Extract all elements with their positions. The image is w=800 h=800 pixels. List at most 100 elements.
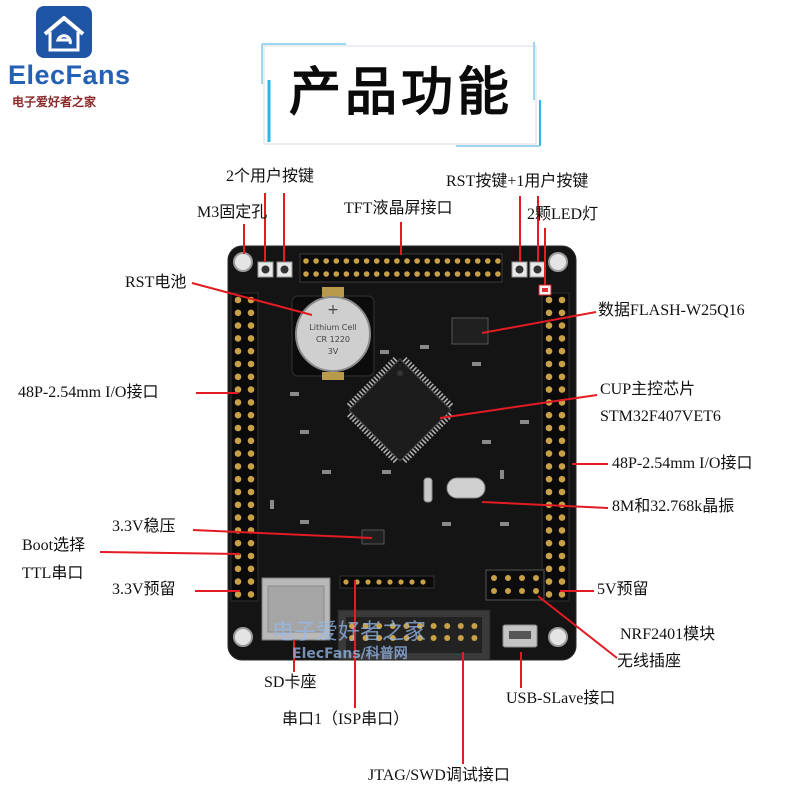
watermark-line1: 电子爱好者之家 — [272, 620, 427, 645]
mcu-lead — [445, 400, 451, 406]
tft-header — [299, 253, 503, 283]
mcu-chip — [346, 356, 454, 464]
tft-header-pin — [394, 258, 400, 264]
line-crystals — [481, 501, 609, 509]
mcu-lead — [438, 421, 444, 428]
tft-header-pin — [384, 271, 390, 277]
left-header-pin — [234, 411, 242, 419]
label-ttl-serial: TTL串口 — [22, 565, 84, 582]
tft-header-pin — [454, 258, 461, 264]
mcu-lead — [368, 381, 374, 387]
mcu-lead — [442, 397, 449, 404]
mcu-lead — [356, 421, 362, 428]
left-header-pin — [247, 360, 255, 368]
label-crystals: 8M和32.768k晶振 — [612, 498, 735, 515]
mcu-lead — [423, 378, 430, 384]
tft-header-pin — [424, 271, 431, 277]
left-header-pin — [247, 552, 255, 560]
left-io-header — [230, 292, 259, 602]
line-boot — [99, 551, 241, 555]
right-header-pin — [558, 488, 566, 496]
right-header-pin — [545, 373, 553, 381]
nrf-header-pin — [491, 575, 497, 581]
mcu-lead — [378, 371, 384, 377]
tft-header-pin — [373, 271, 380, 277]
mcu-lead — [404, 359, 410, 365]
jtag-header-pin — [430, 635, 437, 641]
tft-header-pin — [323, 271, 330, 277]
line-flash — [481, 311, 597, 334]
right-io-header — [541, 292, 570, 602]
mcu-lead — [351, 397, 358, 404]
right-header-pin — [545, 552, 553, 560]
jtag-header-pin — [403, 623, 410, 629]
right-header-pin — [545, 463, 553, 470]
mcu-lead — [361, 426, 367, 432]
label-rst-battery: RST电池 — [125, 274, 187, 291]
mcu-lead — [366, 383, 372, 389]
left-header-pin — [234, 488, 242, 496]
tft-header-pin — [495, 258, 501, 264]
battery-print-line2: CR 1220 — [316, 335, 350, 344]
tft-header-pin — [333, 271, 340, 277]
right-header-pin — [558, 437, 566, 445]
left-header-pin — [234, 463, 242, 470]
mcu-lead — [349, 414, 355, 420]
callout-lines — [99, 193, 618, 764]
tft-header-pin — [313, 271, 319, 277]
page-title: 产品功能 — [288, 63, 513, 123]
sd-socket — [261, 577, 331, 641]
mcu-lead — [375, 373, 382, 380]
label-reserve-5v: 5V预留 — [597, 581, 649, 598]
jtag-header-pin — [349, 623, 355, 629]
jtag-header-pin — [349, 635, 355, 641]
mcu-lead — [361, 388, 367, 394]
right-header-pin — [558, 475, 566, 483]
left-header-pin — [247, 501, 255, 509]
tft-header-pin — [313, 258, 319, 264]
left-header-pin — [247, 539, 255, 547]
mcu-lead — [418, 373, 425, 380]
left-header-pin — [234, 514, 242, 521]
right-header-pin — [558, 565, 566, 573]
tft-header-pin — [485, 271, 491, 277]
mcu-lead — [392, 356, 398, 363]
left-header-pin — [247, 399, 255, 406]
label-regulator: 3.3V稳压 — [112, 518, 176, 535]
right-header-pin — [558, 360, 566, 368]
rst-key-button — [511, 261, 528, 278]
left-header-pin — [234, 450, 242, 457]
mcu-lead — [387, 361, 394, 368]
jtag-header-pin — [457, 635, 464, 641]
right-header-pin — [558, 386, 566, 393]
tft-header-pin — [464, 271, 471, 277]
uart1-header-pin — [387, 579, 393, 585]
tft-header-pin — [323, 258, 330, 264]
jtag-header-pin — [376, 635, 383, 641]
label-io-right: 48P-2.54mm I/O接口 — [612, 455, 753, 472]
left-header-pin — [247, 322, 255, 329]
left-header-pin — [234, 501, 242, 509]
mcu-lead — [363, 428, 370, 435]
smd-components — [270, 345, 529, 526]
mcu-lead — [428, 431, 434, 437]
mcu-lead — [387, 452, 394, 459]
label-rst-key: RST按键+1用户按键 — [446, 173, 589, 190]
mcu-lead — [358, 390, 365, 396]
left-header-pin — [234, 296, 242, 304]
tft-header-pin — [343, 258, 350, 264]
label-tft-interface: TFT液晶屏接口 — [344, 200, 453, 217]
mcu-lead — [402, 356, 408, 363]
tft-header-pin — [303, 258, 309, 264]
mcu-lead — [421, 438, 427, 444]
right-header-pin — [558, 335, 566, 342]
tft-header-pin — [404, 271, 410, 277]
brand-tagline: 电子爱好者之家 — [12, 95, 97, 109]
mcu-lead — [406, 361, 413, 368]
tft-header-pin — [363, 258, 370, 264]
mcu-lead — [406, 452, 413, 459]
jtag-header-pin — [471, 635, 478, 641]
mcu-lead — [373, 438, 379, 444]
jtag-header-pin — [444, 635, 451, 641]
left-header-pin — [234, 347, 242, 355]
